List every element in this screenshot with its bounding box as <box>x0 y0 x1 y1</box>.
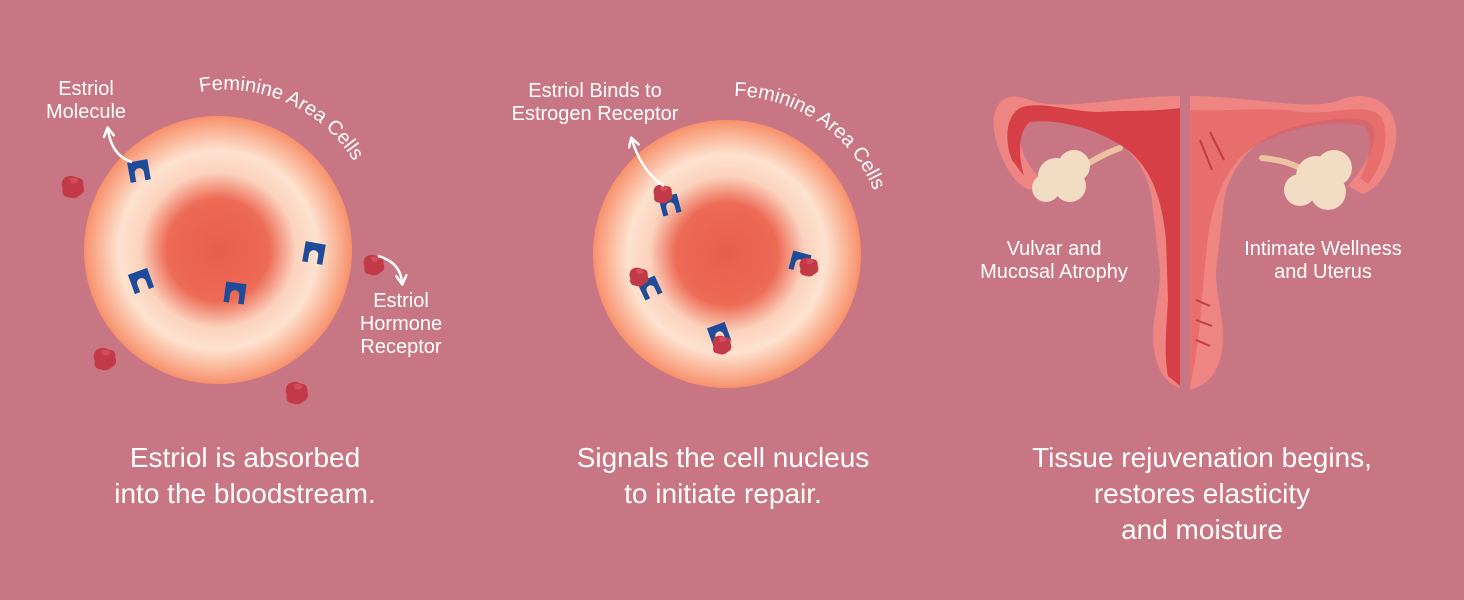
estriol-receptor-label: Estriol Hormone Receptor <box>359 290 443 358</box>
right-ligament <box>1259 155 1303 171</box>
vulvar-atrophy-label: Vulvar and Mucosal Atrophy <box>980 238 1128 283</box>
binds-arrow <box>627 136 665 188</box>
caption-step-2: Signals the cell nucleus to initiate rep… <box>576 442 870 509</box>
estriol-molecule-icon <box>285 381 309 405</box>
estriol-molecule-icon <box>93 347 117 371</box>
estriol-binds-label: Estriol Binds to Estrogen Receptor <box>511 80 679 125</box>
cell-1 <box>84 116 352 384</box>
left-ovary <box>1032 150 1090 202</box>
intimate-wellness-label: Intimate Wellness and Uterus <box>1244 238 1402 283</box>
estriol-molecule-label: Estriol Molecule <box>45 78 127 123</box>
uterus-left-inner <box>1007 105 1180 386</box>
tissue-detail-lines <box>1195 131 1225 347</box>
caption-step-1: Estriol is absorbed into the bloodstream… <box>114 442 376 509</box>
uterus-illustration <box>993 92 1397 392</box>
right-ovary <box>1284 150 1352 210</box>
uterus-divider <box>1181 92 1189 392</box>
molecule-arrow <box>102 126 133 164</box>
caption-step-3: Tissue rejuvenation begins, restores ela… <box>1032 442 1372 545</box>
receptor-arrow <box>377 254 408 286</box>
estriol-molecule-icon <box>61 175 85 199</box>
uterus-right-tissue <box>1190 109 1386 387</box>
